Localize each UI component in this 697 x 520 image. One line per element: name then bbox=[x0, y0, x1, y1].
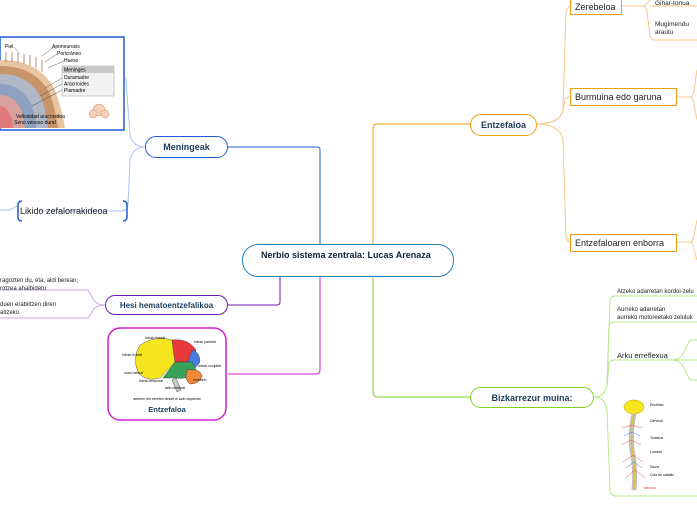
brain-label-e: lóbulo temporal bbox=[139, 379, 163, 383]
entzefaloa-node[interactable]: Entzefaloa bbox=[470, 114, 537, 136]
label-piamadre: Piamadre bbox=[64, 88, 86, 94]
brain-caption: Entzefaloa bbox=[148, 405, 186, 414]
connector-bizkarrezur-spine bbox=[593, 396, 697, 497]
brain-label-b: lóbulo parietal bbox=[194, 340, 216, 344]
enborra-node[interactable]: Entzefaloaren enborra bbox=[570, 234, 677, 252]
brain-label-h: tallo cerebral bbox=[165, 386, 185, 390]
brain-label-d: surco lateral bbox=[124, 371, 143, 375]
likido-bracket-right bbox=[122, 200, 128, 222]
spine-label-b: Cervical bbox=[650, 419, 663, 423]
connector-zerebeloa-children bbox=[622, 0, 697, 41]
connector-bizkarrezur-children bbox=[593, 295, 697, 398]
label-seno: Seno venoso dural bbox=[14, 120, 56, 126]
hesi-text-1-line2: rotzea ahalbidetu bbox=[0, 286, 47, 292]
connector-entzefaloa-img bbox=[228, 276, 321, 375]
zerebeloa-child-2-line1: Mugimendu bbox=[655, 21, 689, 28]
central-title: Nerbio sistema zentrala: Lucas Arenaza bbox=[261, 250, 431, 260]
enborra-label: Entzefaloaren enborra bbox=[575, 238, 665, 248]
spine-label-c: Torácica bbox=[650, 436, 663, 440]
zerebeloa-child-1-text: Gihar-tonua bbox=[655, 0, 690, 7]
label-piel: Piel bbox=[5, 44, 13, 50]
likido-node[interactable]: Likido zefalorrakideoa bbox=[20, 203, 126, 219]
connector-enborra-right bbox=[677, 219, 697, 261]
brain-label-c: lóbulo frontal bbox=[122, 353, 142, 357]
likido-bracket bbox=[17, 200, 23, 222]
bizkarrezur-label: Bizkarrezur muina: bbox=[491, 392, 573, 403]
connector-arku-right bbox=[671, 339, 697, 381]
spine-label-e: Sacra bbox=[650, 465, 659, 469]
spine-image: Encéfalo Cervical Torácica Lumbar Sacra … bbox=[620, 399, 674, 491]
bizkarrezur-child-2: Aurreko adarretan aurreko motoreetako ze… bbox=[617, 306, 693, 322]
hesi-node[interactable]: Hesi hematoentzefalikoa bbox=[105, 295, 228, 315]
brain-subcaption: anterior del cerebro desde el lado izqui… bbox=[133, 397, 200, 401]
meninges-image: Piel Aponeurosis Pericráneo Hueso Mening… bbox=[0, 36, 125, 131]
connector-bizkarrezur-c2 bbox=[606, 321, 697, 386]
spine-label-g: Nervios bbox=[644, 486, 656, 490]
connector-entzefaloa-burmuina bbox=[536, 96, 571, 125]
spine-label-d: Lumbar bbox=[650, 450, 663, 454]
zerebeloa-child-2-line2: arautu bbox=[655, 29, 674, 36]
bizkarrezur-child-2-line1: Aurreko adarretan bbox=[617, 307, 666, 313]
burmuina-node[interactable]: Burmuina edo garuna bbox=[570, 88, 677, 106]
entzefaloa-label: Entzefaloa bbox=[480, 120, 526, 130]
connector-bizkarrezur-c3 bbox=[606, 359, 697, 386]
likido-label: Likido zefalorrakideoa bbox=[20, 206, 108, 216]
hesi-text-1-line1: ragozten du, eta, aldi berean, bbox=[0, 278, 79, 284]
label-vellosidad: Vellosidad aracnoidea bbox=[16, 114, 65, 120]
connector-likido-left bbox=[0, 204, 19, 211]
connector-entzefaloa-zerebeloa bbox=[536, 5, 574, 125]
label-pericraneo: Pericráneo bbox=[57, 51, 81, 57]
central-node[interactable]: Nerbio sistema zentrala: Lucas Arenaza bbox=[242, 244, 454, 277]
brain-label-g: cerebelo bbox=[193, 378, 206, 382]
label-hueso: Hueso bbox=[64, 58, 79, 64]
burmuina-label: Burmuina edo garuna bbox=[575, 92, 662, 102]
hesi-text-2: duen erabiltzen diren altzeko. bbox=[0, 301, 56, 317]
connector-meningeak-likido bbox=[40, 146, 146, 212]
connector-entzefaloa-enborra bbox=[536, 123, 572, 243]
spine-label-f: Cola de caballo bbox=[650, 473, 674, 477]
connector-hesi-text2 bbox=[0, 304, 106, 319]
bizkarrezur-child-2-line2: aurreko motoreetako zeluluk bbox=[617, 315, 693, 321]
zerebeloa-child-2: Mugimendu arautu bbox=[655, 21, 689, 37]
connector-bizkarrezur bbox=[372, 276, 470, 398]
label-aponeurosis: Aponeurosis bbox=[52, 44, 80, 50]
zerebeloa-label: Zerebeloa bbox=[575, 1, 616, 12]
connector-meningeak-image bbox=[125, 78, 146, 148]
connector-hesi bbox=[228, 276, 281, 306]
hesi-text-2-line2: altzeko. bbox=[0, 310, 21, 316]
spine-label-a: Encéfalo bbox=[650, 403, 664, 407]
zerebeloa-node[interactable]: Zerebeloa bbox=[570, 0, 622, 15]
brain-label-f: lóbulo occipital bbox=[198, 364, 221, 368]
hesi-text-2-line1: duen erabiltzen diren bbox=[0, 302, 57, 308]
label-meninges: Meninges bbox=[64, 68, 86, 74]
bizkarrezur-child-1: Atzeko adarretan kordoi-zelu bbox=[617, 288, 694, 296]
hesi-label: Hesi hematoentzefalikoa bbox=[119, 300, 214, 310]
label-aracnoides: Aracnoides bbox=[64, 82, 90, 88]
bizkarrezur-node[interactable]: Bizkarrezur muina: bbox=[470, 387, 594, 408]
bizkarrezur-child-3[interactable]: Arku erreflexua bbox=[617, 351, 668, 360]
bizkarrezur-child-1-text: Atzeko adarretan kordoi-zelu bbox=[617, 289, 694, 295]
brain-image: lóbulo frontal lóbulo parietal lóbulo fr… bbox=[107, 327, 227, 421]
connector-meningeak bbox=[228, 146, 321, 244]
connector-burmuina-right bbox=[677, 69, 697, 121]
hesi-text-1: ragozten du, eta, aldi berean, rotzea ah… bbox=[0, 277, 78, 293]
brain-label-a: lóbulo frontal bbox=[145, 336, 165, 340]
zerebeloa-child-1: Gihar-tonua bbox=[655, 0, 689, 8]
connector-entzefaloa bbox=[372, 123, 470, 244]
bizkarrezur-child-3-text: Arku erreflexua bbox=[617, 351, 668, 360]
meningeak-label: Meningeak bbox=[163, 142, 210, 152]
label-duramadre: Duramadre bbox=[64, 75, 89, 81]
meningeak-node[interactable]: Meningeak bbox=[145, 136, 228, 158]
